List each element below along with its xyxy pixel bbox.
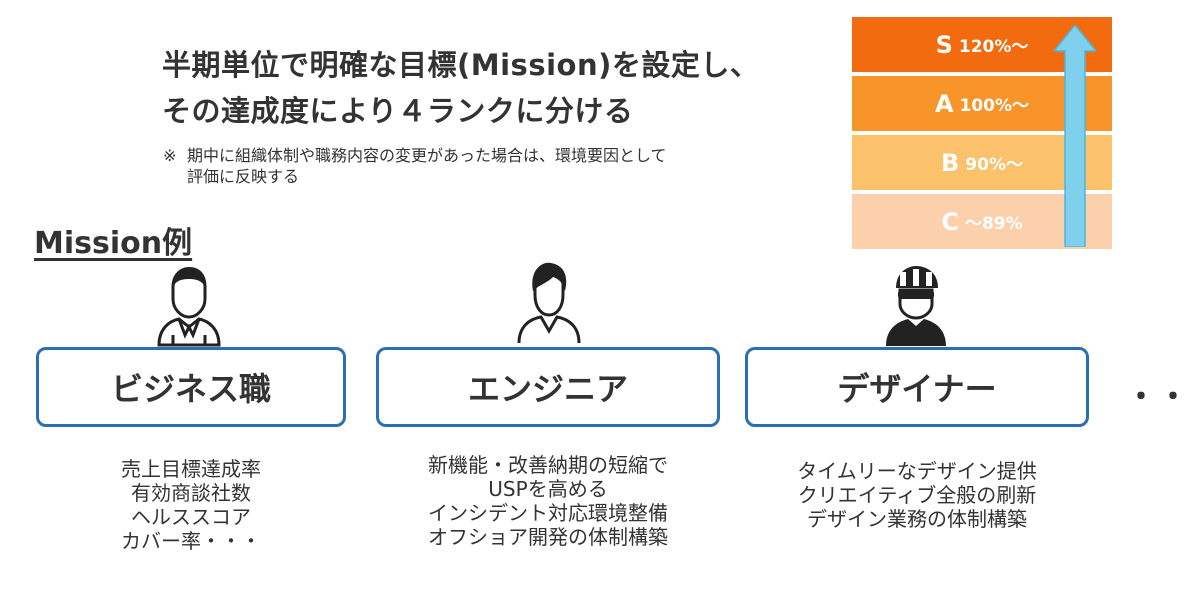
role-title: デザイナー (837, 370, 997, 408)
engineer-icon (517, 262, 581, 343)
rank-range: 90%～ (965, 155, 1023, 175)
businessperson-icon (157, 267, 221, 347)
list-item: クリエイティブ全般の刷新 (797, 483, 1037, 507)
headline-line-2: その達成度により４ランクに分ける (162, 94, 634, 128)
list-item: USPを高める (488, 477, 608, 501)
rank-range: ～89% (964, 214, 1023, 234)
rank-letter: C (941, 207, 959, 236)
note-mark: ※ (163, 146, 177, 165)
list-item: 有効商談社数 (131, 481, 251, 505)
role-title: ビジネス職 (110, 370, 271, 408)
headline: 半期単位で明確な目標(Mission)を設定し、 その達成度により４ランクに分け… (162, 42, 759, 134)
more-roles-ellipsis: ・・・ (1126, 380, 1200, 415)
list-item: インシデント対応環境整備 (428, 501, 668, 525)
role-box-designer: デザイナー (745, 347, 1089, 427)
headline-line-1: 半期単位で明確な目標(Mission)を設定し、 (162, 48, 760, 82)
rank-range: 120%～ (958, 37, 1029, 57)
note-line-2: 評価に反映する (187, 167, 300, 186)
designer-examples: タイムリーなデザイン提供 クリエイティブ全般の刷新 デザイン業務の体制構築 (752, 459, 1082, 531)
note: ※ 期中に組織体制や職務内容の変更があった場合は、環境要因として 評価に反映する (163, 145, 667, 187)
engineer-examples: 新機能・改善納期の短縮で USPを高める インシデント対応環境整備 オフショア開… (386, 453, 710, 549)
role-title: エンジニア (467, 370, 628, 408)
rank-letter: S (935, 30, 953, 59)
list-item: デザイン業務の体制構築 (807, 507, 1027, 531)
rank-letter: B (941, 148, 960, 177)
list-item: カバー率・・・ (121, 529, 261, 553)
up-arrow-icon (1054, 25, 1096, 247)
list-item: タイムリーなデザイン提供 (797, 459, 1037, 483)
rank-range: 100%～ (959, 96, 1030, 116)
list-item: ヘルススコア (131, 505, 251, 529)
list-item: オフショア開発の体制構築 (428, 525, 668, 549)
note-line-1: 期中に組織体制や職務内容の変更があった場合は、環境要因として (187, 146, 667, 165)
role-box-business: ビジネス職 (36, 347, 346, 427)
rank-letter: A (934, 89, 954, 118)
designer-icon (886, 266, 946, 346)
role-box-engineer: エンジニア (376, 347, 720, 427)
list-item: 売上目標達成率 (121, 457, 261, 481)
mission-example-heading: Mission例 (34, 226, 193, 261)
list-item: 新機能・改善納期の短縮で (428, 453, 668, 477)
business-examples: 売上目標達成率 有効商談社数 ヘルススコア カバー率・・・ (41, 457, 341, 553)
